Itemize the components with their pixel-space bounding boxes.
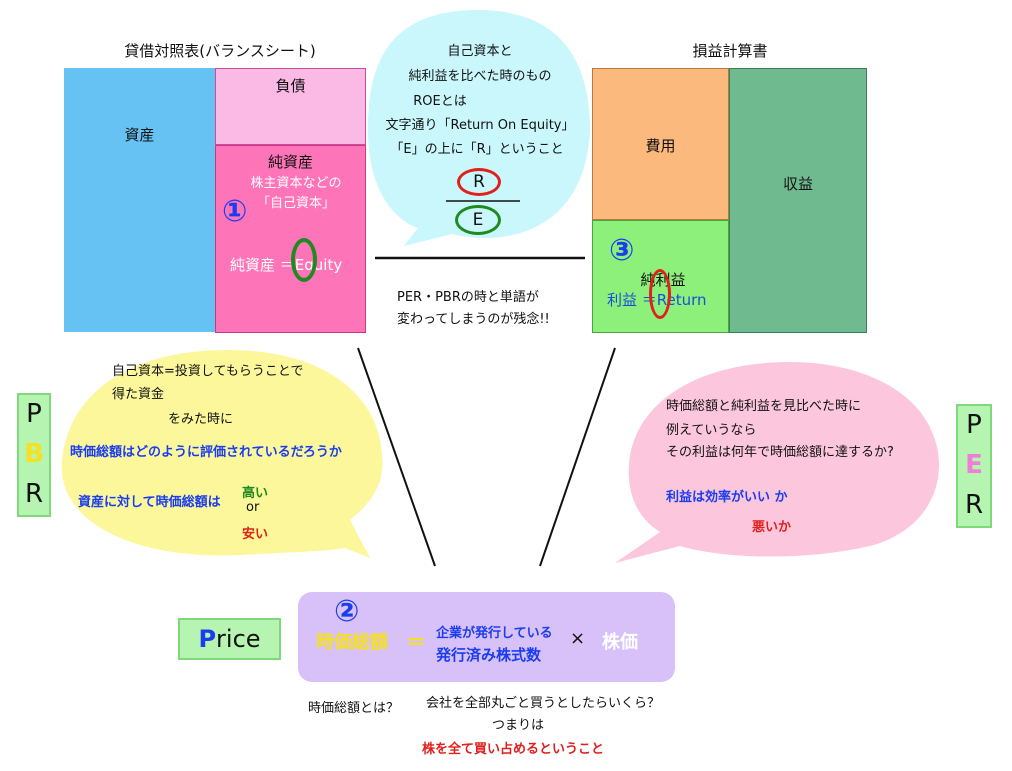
marker-3: ③ xyxy=(609,233,635,268)
connector-line-right xyxy=(539,347,616,567)
revenue-label: 収益 xyxy=(782,175,813,193)
roe-line-1: 自己資本と xyxy=(447,44,513,59)
pbr-high: 高い xyxy=(242,486,269,501)
market-cap-answer-1: 会社を全部丸ごと買うとしたらいくら？ xyxy=(426,696,661,711)
formula-stock-price: 株価 xyxy=(602,632,638,653)
per-line-1: 時価総額と純利益を見比べた時に xyxy=(666,399,862,414)
price-label-box: Price xyxy=(178,618,281,660)
formula-market-cap: 時価総額 xyxy=(316,632,388,653)
income-statement-title: 損益計算書 xyxy=(692,42,768,60)
per-letter-r: R xyxy=(964,490,984,520)
connector-line-left xyxy=(357,347,436,567)
expenses-block: 費用 xyxy=(592,68,729,220)
marker-2: ② xyxy=(334,594,360,629)
pbr-line-3: をみた時に xyxy=(168,412,234,427)
roe-line-4: 文字通り「Return On Equity」 xyxy=(385,118,575,133)
formula-shares-line-1: 企業が発行している xyxy=(436,626,553,641)
equity-note-line1: 株主資本などの xyxy=(250,176,342,191)
pbr-question: 時価総額はどのように評価されているだろうか xyxy=(70,445,342,460)
pbr-letter-r: R xyxy=(24,479,44,509)
net-assets-label: 純資産 xyxy=(267,153,313,171)
expenses-label: 費用 xyxy=(645,137,676,155)
per-efficient: 利益は効率がいい か xyxy=(666,490,788,505)
pbr-letter-b: B xyxy=(24,439,44,469)
per-pbr-note-line-2: 変わってしまうのが残念!! xyxy=(397,312,550,327)
pbr-letter-p: P xyxy=(26,399,42,429)
net-income-block: ③ 純利益 利益 ＝Return xyxy=(592,220,729,333)
per-line-3: その利益は何年で時価総額に達するか? xyxy=(666,445,894,460)
pbr-or: or xyxy=(246,500,260,515)
per-bad: 悪いか xyxy=(752,520,792,535)
pbr-bubble xyxy=(61,350,383,558)
per-line-2: 例えていうなら xyxy=(666,423,757,438)
price-rest: rice xyxy=(216,625,261,653)
liabilities-block: 負債 xyxy=(215,68,366,145)
net-assets-block: 純資産 株主資本などの 「自己資本」 ① 純資産 ＝Equity xyxy=(215,145,366,333)
market-cap-answer-2: つまりは xyxy=(492,718,545,733)
marker-1: ① xyxy=(222,194,248,229)
formula-equals: ＝ xyxy=(406,630,426,654)
return-r-ring xyxy=(649,269,671,319)
formula-shares-line-2: 発行済み株式数 xyxy=(436,646,542,664)
market-cap-answer-3: 株を全て買い占めるということ xyxy=(422,742,605,757)
roe-bubble xyxy=(368,10,590,246)
price-letter-p: P xyxy=(198,625,217,653)
liabilities-label: 負債 xyxy=(275,77,306,95)
equity-note-line2: 「自己資本」 xyxy=(256,196,335,211)
formula-box: ② 時価総額 ＝ 企業が発行している 発行済み株式数 × 株価 xyxy=(298,592,675,682)
per-label-box: P E R xyxy=(956,404,992,528)
pbr-compare: 資産に対して時価総額は xyxy=(78,495,221,510)
pbr-label-box: P B R xyxy=(17,393,51,517)
assets-label: 資産 xyxy=(124,126,155,144)
revenue-block: 収益 xyxy=(729,68,867,333)
roe-line-2: 純利益を比べた時のもの xyxy=(408,69,552,84)
per-letter-e: E xyxy=(965,450,983,480)
assets-block: 資産 xyxy=(64,68,215,332)
formula-times: × xyxy=(570,628,586,649)
pbr-line-1: 自己資本=投資してもらうことで xyxy=(112,364,304,379)
per-letter-p: P xyxy=(966,410,982,440)
roe-line-3: ROEとは xyxy=(413,94,467,109)
per-bubble xyxy=(615,362,939,563)
balance-sheet-title: 貸借対照表(バランスシート) xyxy=(124,42,316,60)
roe-numerator-r: R xyxy=(457,168,501,196)
market-cap-question: 時価総額とは？ xyxy=(308,701,400,716)
equity-e-ring xyxy=(291,238,317,282)
per-pbr-note-line-1: PER・PBRの時と単語が xyxy=(397,290,539,305)
roe-denominator-e: E xyxy=(455,205,501,235)
pbr-line-2: 得た資金 xyxy=(112,387,165,402)
roe-line-5: 「E」の上に「R」ということ xyxy=(390,142,564,157)
pbr-low: 安い xyxy=(242,527,269,542)
